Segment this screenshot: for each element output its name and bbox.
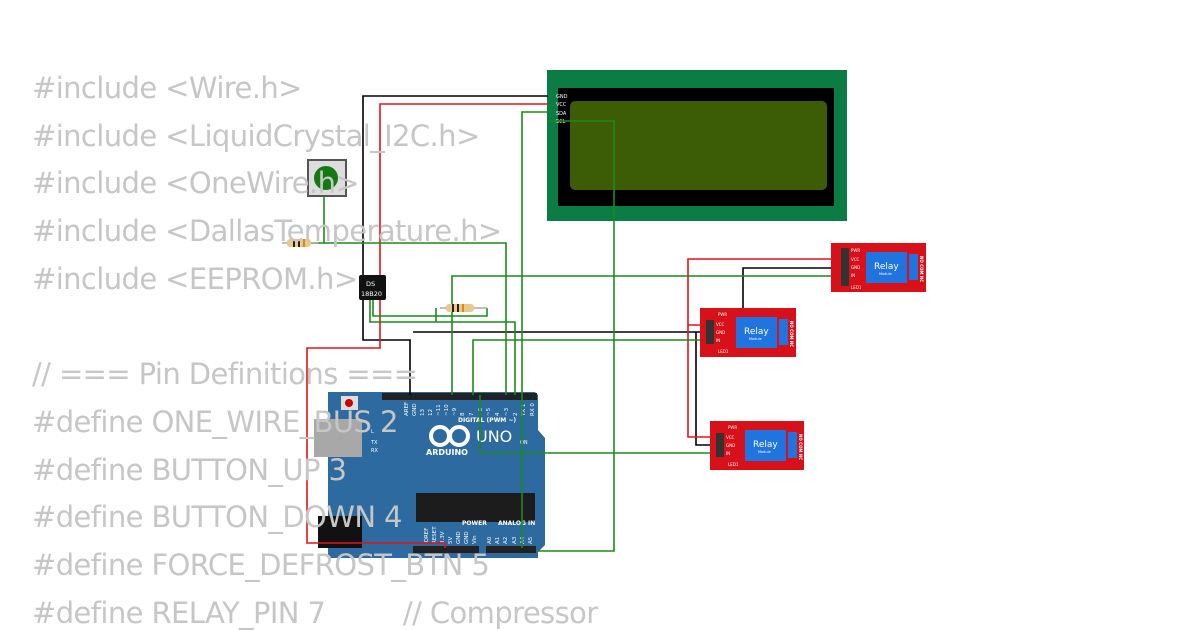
wire-relay2-in — [472, 339, 700, 395]
wires — [298, 95, 831, 552]
lcd-display[interactable]: GND VCC SDA SCL — [547, 70, 847, 221]
sensor-label: DS — [366, 280, 375, 288]
wire-sda — [521, 111, 548, 548]
power-pin-label: Vin — [472, 535, 478, 544]
relay-title: Relay — [753, 440, 778, 450]
led-label-on: ON — [520, 440, 528, 446]
arduino-model: UNO — [476, 427, 512, 446]
digital-pin-label: ~6 — [478, 407, 484, 416]
relay-pin-in: IN — [716, 338, 720, 343]
relay-pin-gnd: GND — [851, 265, 860, 270]
wire-gnd — [362, 95, 548, 395]
wire-vcc — [306, 103, 548, 548]
digital-pin-label: RX 0 — [530, 403, 536, 416]
relay-pin-gnd: GND — [726, 443, 735, 448]
relay-module-2[interactable]: Relay Module VCC GND IN PWR LED1 NO COM … — [700, 308, 796, 357]
relay-pin-in: IN — [726, 451, 730, 456]
power-label: POWER — [462, 520, 487, 527]
power-pin-label: IOREF — [424, 528, 430, 544]
analog-pin-label: A1 — [495, 537, 501, 544]
wire-button — [298, 195, 507, 395]
wire-scl — [538, 120, 615, 552]
relay-led-1: LED1 — [718, 349, 729, 354]
digital-pin-label: 12 — [428, 409, 434, 416]
analog-pin-label: A2 — [503, 537, 509, 544]
relay-pin-gnd: GND — [716, 330, 725, 335]
lcd-pin-vcc: VCC — [556, 102, 567, 108]
digital-pin-label: ~9 — [452, 407, 458, 416]
relay-title: Relay — [744, 327, 769, 337]
relay-terminals: NO COM NC — [798, 434, 803, 460]
relay-subtitle: Module — [758, 450, 771, 454]
resistor — [440, 304, 487, 312]
resistor — [282, 239, 318, 247]
digital-pin-label: ~11 — [436, 404, 442, 416]
lcd-pin-scl: SCL — [556, 119, 566, 125]
power-pin-label: GND — [464, 531, 470, 544]
digital-pin-label: GND — [412, 403, 418, 416]
pushbutton[interactable] — [307, 159, 347, 197]
analog-pin-label: A3 — [512, 536, 518, 544]
digital-pin-label: ~3 — [504, 407, 510, 416]
wire-relay1-in — [451, 275, 831, 395]
arduino-logo: ARDUINO — [426, 448, 468, 457]
relay-pin-vcc: VCC — [851, 257, 860, 262]
relay-subtitle: Module — [749, 337, 762, 341]
digital-pin-label: 13 — [420, 409, 426, 416]
led-label-rx: RX — [371, 448, 378, 454]
digital-pin-label: 2 — [513, 413, 519, 417]
digital-pin-label: 8 — [460, 412, 466, 416]
relay-module-3[interactable]: Relay Module VCC GND IN PWR LED1 NO COM … — [710, 421, 804, 470]
digital-label: DIGITAL (PWM ~) — [458, 417, 516, 424]
digital-pin-label: 4 — [495, 412, 501, 416]
relay-led-1: LED1 — [728, 462, 739, 467]
lcd-pin-sda: SDA — [556, 111, 567, 117]
led-label-tx: TX — [370, 440, 378, 446]
sensor-label: 18B20 — [361, 290, 382, 298]
relay-terminals: NO COM NC — [789, 321, 794, 347]
power-pin-label: 3.3V — [440, 531, 446, 544]
digital-pin-label: 7 — [469, 412, 475, 416]
relay-led-pwr: PWR — [728, 425, 737, 430]
wire-vcc-relays — [687, 258, 831, 438]
relay-title: Relay — [874, 262, 899, 272]
arduino-uno-board[interactable]: ARDUINO UNO DIGITAL (PWM ~) POWER ANALOG… — [314, 392, 545, 558]
power-pin-label: 5V — [448, 537, 454, 544]
relay-led-pwr: PWR — [718, 312, 727, 317]
led-label-l: L — [371, 429, 374, 435]
wire-sensor — [369, 300, 516, 395]
relay-module-1[interactable]: Relay Module VCC GND IN PWR LED1 NO COM … — [831, 243, 926, 292]
power-pin-label: GND — [456, 531, 462, 544]
digital-pin-label: ~10 — [444, 404, 450, 416]
relay-pin-in: IN — [851, 273, 855, 278]
analog-pin-label: A5 — [528, 536, 534, 544]
relay-terminals: NO COM NC — [919, 256, 924, 282]
power-pin-label: RESET — [432, 526, 438, 544]
relay-led-1: LED1 — [851, 285, 862, 290]
relay-pin-vcc: VCC — [716, 322, 725, 327]
relay-led-pwr: PWR — [851, 248, 860, 253]
ds18b20-sensor[interactable]: DS 18B20 — [359, 275, 386, 300]
lcd-pin-gnd: GND — [556, 94, 568, 100]
analog-pin-label: A0 — [487, 536, 493, 544]
digital-pin-label: AREF — [404, 402, 410, 416]
digital-pin-label: ~5 — [486, 407, 492, 416]
analog-label: ANALOG IN — [498, 520, 535, 527]
analog-pin-label: A4 — [520, 536, 526, 544]
relay-subtitle: Module — [879, 272, 892, 276]
relay-pin-vcc: VCC — [726, 435, 735, 440]
wire-relay3-in — [479, 395, 710, 454]
digital-pin-label: TX 1 — [521, 404, 527, 417]
